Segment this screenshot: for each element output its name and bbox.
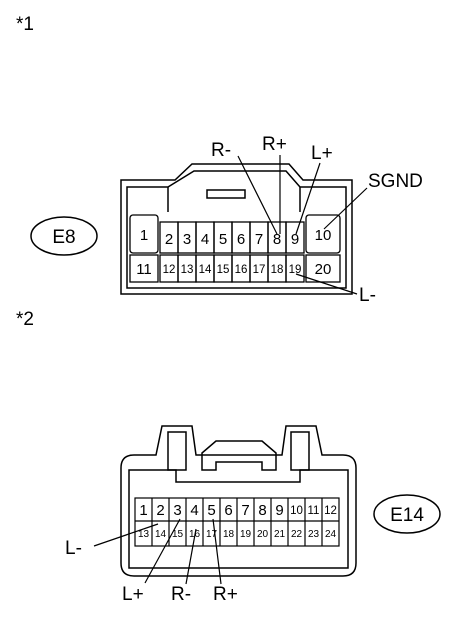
e8-leader-l-minus <box>295 273 358 295</box>
e8-signal-r-minus: R- <box>211 140 231 161</box>
e8-pin: 3 <box>183 231 191 248</box>
e14-pin: 22 <box>291 529 303 540</box>
e8-pin: 4 <box>201 231 209 248</box>
e14-pin-grid <box>134 497 340 547</box>
e8-pin: 14 <box>199 264 212 276</box>
e14-pin: 10 <box>290 505 303 517</box>
e14-pin: 21 <box>274 529 286 540</box>
e14-leader-l-minus <box>93 523 159 547</box>
figure-label-1: *1 <box>16 14 34 35</box>
e14-pin: 15 <box>172 529 184 540</box>
e14-pin: 4 <box>190 502 198 519</box>
e14-signal-l-minus: L- <box>65 538 82 559</box>
connector-e14 <box>120 425 357 577</box>
e8-pin-numbers: 1 2 3 4 5 6 7 8 9 10 11 12 13 14 15 16 1… <box>136 227 331 278</box>
e14-tab-left <box>167 431 187 471</box>
e8-pin: 2 <box>165 231 173 248</box>
e14-signal-r-plus: R+ <box>213 584 238 605</box>
e8-pin-grid <box>129 214 341 283</box>
e14-leader-r-plus <box>212 518 222 585</box>
e14-pin: 11 <box>308 505 320 517</box>
e14-pin: 2 <box>156 502 164 519</box>
e14-pin: 17 <box>206 529 218 540</box>
e8-signal-l-plus: L+ <box>311 143 333 164</box>
e8-pin: 7 <box>255 231 263 248</box>
e8-leader-lines <box>237 155 368 295</box>
e8-pin: 1 <box>140 227 148 244</box>
e14-pin: 18 <box>223 529 235 540</box>
e14-pin: 13 <box>138 529 150 540</box>
e14-pin: 23 <box>308 529 320 540</box>
e14-pin: 19 <box>240 529 252 540</box>
e14-pin: 5 <box>207 502 215 519</box>
e8-pin: 18 <box>271 264 284 276</box>
e8-pin: 12 <box>163 264 176 276</box>
e8-pin: 15 <box>217 264 230 276</box>
e14-tab-right <box>290 431 310 471</box>
figure-label-2: *2 <box>16 309 34 330</box>
e8-pin: 9 <box>291 231 299 248</box>
e8-id-oval <box>30 216 98 256</box>
e8-latch <box>206 189 246 199</box>
e8-id-label: E8 <box>52 227 75 248</box>
e8-leader-sgnd <box>323 187 368 230</box>
e14-id-oval <box>373 494 441 534</box>
e8-pin: 5 <box>219 231 227 248</box>
e14-pin: 1 <box>139 502 147 519</box>
e14-signal-l-plus: L+ <box>122 584 144 605</box>
e14-pin: 6 <box>224 502 232 519</box>
e14-pin: 8 <box>258 502 266 519</box>
e8-pin: 16 <box>235 264 248 276</box>
e14-pin: 20 <box>257 529 269 540</box>
e14-signal-r-minus: R- <box>171 584 191 605</box>
e14-id-label: E14 <box>390 505 424 526</box>
e8-pin: 8 <box>273 231 281 248</box>
e8-pin: 17 <box>253 264 266 276</box>
e14-housing <box>120 425 357 577</box>
e8-pin: 19 <box>289 264 302 276</box>
e8-leader-l-plus <box>295 162 321 235</box>
e8-pin: 6 <box>237 231 245 248</box>
e8-signal-l-minus: L- <box>359 285 376 306</box>
e14-leader-l-plus <box>144 518 181 584</box>
e8-housing <box>120 163 353 295</box>
e14-pin: 7 <box>241 502 249 519</box>
e14-pin: 12 <box>324 505 337 517</box>
e8-signal-r-plus: R+ <box>262 134 287 155</box>
e14-pin: 24 <box>325 529 337 540</box>
e8-pin: 20 <box>315 261 332 278</box>
e14-leader-r-minus <box>185 528 197 585</box>
e14-pin: 9 <box>275 502 283 519</box>
e8-pin: 11 <box>136 261 152 278</box>
e14-pin: 14 <box>155 529 167 540</box>
e8-leader-r-minus <box>237 155 278 235</box>
e14-pin: 3 <box>173 502 181 519</box>
e14-leader-lines <box>93 518 222 585</box>
connector-e8 <box>120 163 353 295</box>
e8-pin: 10 <box>315 227 332 244</box>
e8-signal-sgnd: SGND <box>368 171 423 192</box>
e14-latch <box>201 440 277 471</box>
e8-pin: 13 <box>181 264 194 276</box>
